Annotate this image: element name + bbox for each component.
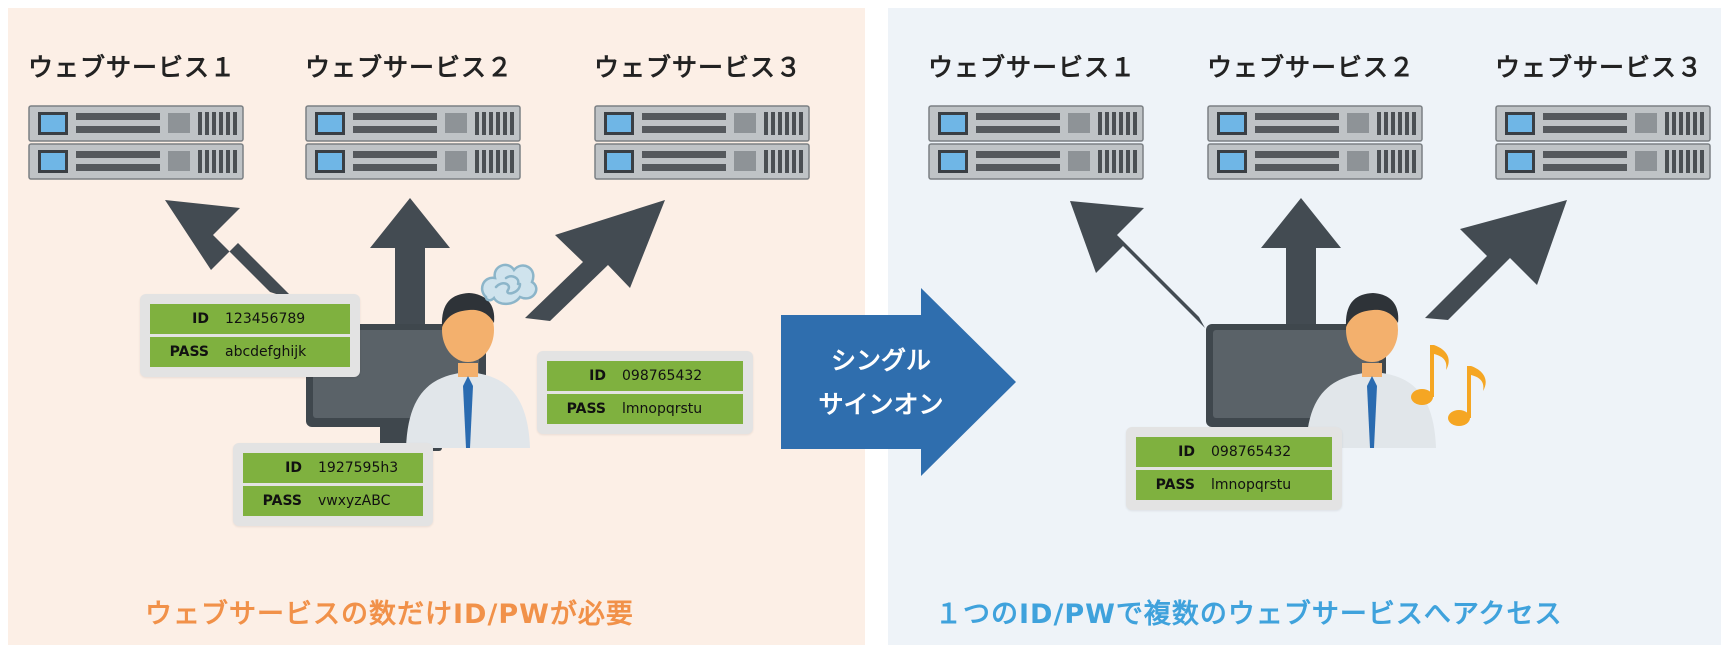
server-icon: [28, 105, 244, 180]
credential-card-single: ID 098765432 PASS lmnopqrstu: [1126, 427, 1342, 510]
credential-id-row: ID 1927595h3: [243, 453, 423, 483]
left-service-3-label: ウェブサービス３: [594, 53, 803, 82]
arrow-up-left: [165, 200, 295, 300]
right-service-3-label: ウェブサービス３: [1495, 53, 1704, 82]
credential-id-row: ID 098765432: [547, 361, 743, 391]
credential-card-1: ID 123456789 PASS abcdefghijk: [140, 294, 360, 377]
sso-label-line-1: シングル: [830, 346, 931, 375]
credential-pass-row: PASS vwxyzABC: [243, 486, 423, 516]
pass-label: PASS: [169, 344, 209, 360]
id-value: 098765432: [622, 368, 703, 384]
arrow-up-right: [525, 200, 665, 321]
pass-value: abcdefghijk: [225, 344, 307, 360]
id-label: ID: [192, 311, 209, 327]
pass-label: PASS: [1155, 477, 1195, 493]
credential-pass-row: PASS abcdefghijk: [150, 337, 350, 367]
credential-pass-row: PASS lmnopqrstu: [547, 394, 743, 424]
credential-pass-row: PASS lmnopqrstu: [1136, 470, 1332, 500]
confused-cloud-icon: [480, 263, 538, 306]
credential-id-row: ID 123456789: [150, 304, 350, 334]
arrow-up: [370, 198, 450, 325]
right-service-1-label: ウェブサービス１: [928, 53, 1137, 82]
server-icon: [928, 105, 1144, 180]
id-value: 098765432: [1211, 444, 1292, 460]
sso-label: シングル サインオン: [781, 339, 981, 427]
pass-label: PASS: [262, 493, 302, 509]
credential-card-2: ID 098765432 PASS lmnopqrstu: [537, 351, 753, 434]
access-arrows-left: [165, 198, 665, 325]
sso-label-line-2: サインオン: [818, 390, 944, 419]
credential-id-row: ID 098765432: [1136, 437, 1332, 467]
pass-value: lmnopqrstu: [1211, 477, 1292, 493]
right-caption: １つのID/PWで複数のウェブサービスへアクセス: [935, 599, 1563, 630]
server-icon: [305, 105, 521, 180]
pass-label: PASS: [566, 401, 606, 417]
server-icon: [594, 105, 810, 180]
left-service-1-label: ウェブサービス１: [28, 53, 237, 82]
pass-value: vwxyzABC: [318, 493, 391, 509]
server-icon: [1207, 105, 1423, 180]
credential-card-3: ID 1927595h3 PASS vwxyzABC: [233, 443, 433, 526]
left-caption: ウェブサービスの数だけID/PWが必要: [145, 599, 634, 630]
person-icon: [406, 293, 530, 448]
left-service-2-label: ウェブサービス２: [305, 53, 514, 82]
pass-value: lmnopqrstu: [622, 401, 703, 417]
left-scene: [165, 198, 665, 451]
server-icon: [1495, 105, 1711, 180]
id-value: 123456789: [225, 311, 306, 327]
right-service-2-label: ウェブサービス２: [1207, 53, 1416, 82]
id-value: 1927595h3: [318, 460, 399, 476]
id-label: ID: [589, 368, 606, 384]
id-label: ID: [1178, 444, 1195, 460]
id-label: ID: [285, 460, 302, 476]
